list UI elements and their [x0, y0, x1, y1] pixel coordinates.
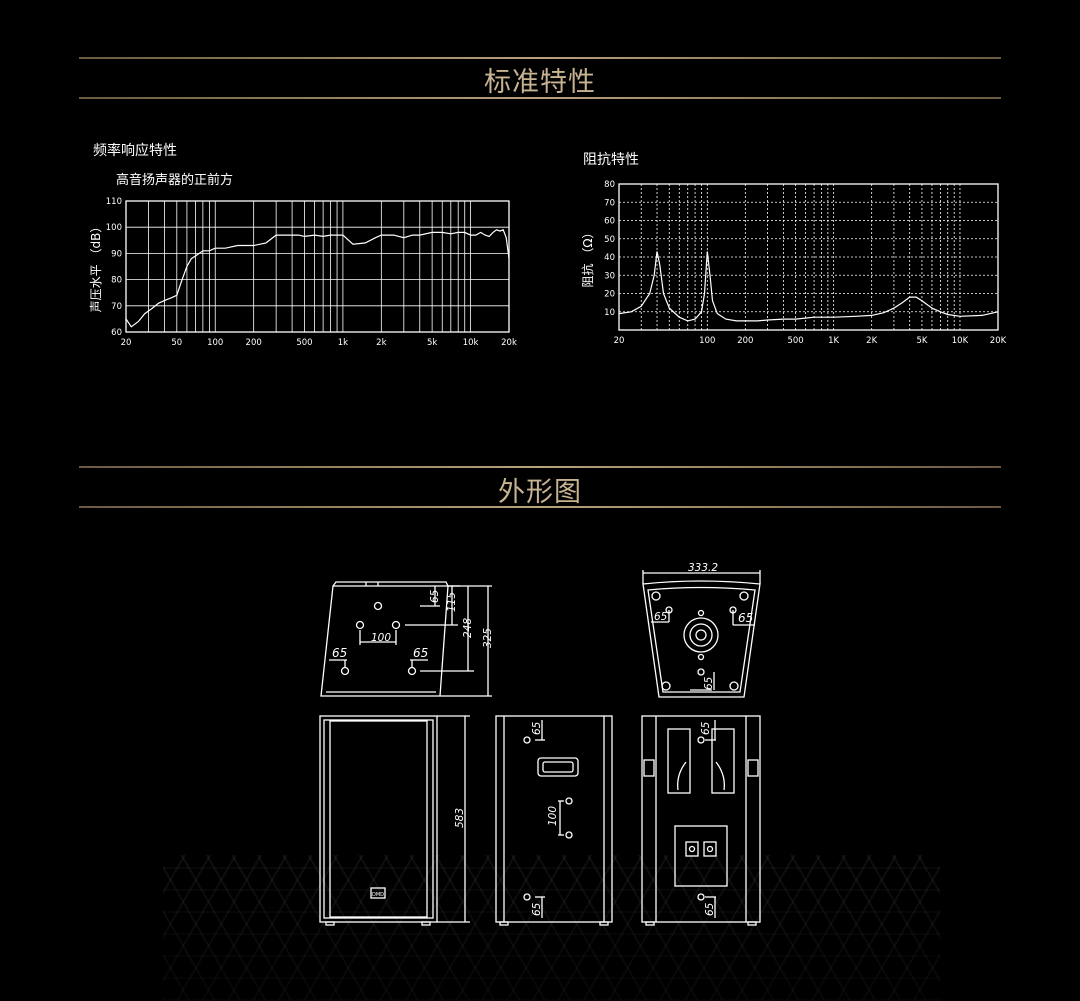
imp-ytick-label: 30 [604, 271, 615, 281]
imp-xtick-label: 500 [787, 336, 803, 346]
freq-xtick-label: 100 [207, 338, 223, 348]
imp-ytick-label: 20 [604, 290, 615, 300]
imp-xtick-label: 20K [990, 336, 1007, 346]
top-view-outline [320, 585, 449, 697]
dim-front-65b: 65 [738, 611, 753, 625]
divider-bottom [79, 97, 1001, 99]
imp-xtick-label: 2K [866, 336, 877, 346]
dim-top-325: 325 [482, 628, 494, 648]
freq-ytick-label: 80 [111, 276, 122, 286]
imp-xtick-label: 1K [828, 336, 839, 346]
freq-ytick-label: 90 [111, 249, 122, 259]
imp-xtick-label: 20 [614, 336, 625, 346]
dim-top-115: 115 [446, 592, 458, 612]
divider-top-2 [79, 466, 1001, 468]
divider-top [79, 57, 1001, 59]
dim-height-583: 583 [454, 808, 466, 828]
imp-chart-title: 阻抗特性 [583, 152, 639, 168]
dim-side-65a: 65 [531, 721, 543, 735]
imp-xtick-label: 100 [699, 336, 715, 346]
freq-xtick-label: 1k [338, 338, 348, 348]
freq-group: 20 50 100 200 500 1k 2k 5k 10k 20k 60 70 80 90 100 110 声… [89, 197, 517, 348]
freq-ytick-label: 100 [106, 223, 122, 233]
freq-xtick-label: 10k [463, 338, 479, 348]
imp-xtick-label: 5K [916, 336, 927, 346]
freq-ytick-label: 60 [111, 328, 122, 338]
imp-ytick-label: 50 [604, 235, 615, 245]
imp-group: 20 100 200 500 1K 2K 5K 10K 20K 10 20 30 40 50 60 70 80 阻… [580, 180, 1007, 346]
freq-xtick-label: 500 [296, 338, 312, 348]
imp-ylabel: 阻抗 （Ω） [580, 227, 595, 288]
section-title-standard: 标准特性 [484, 67, 596, 98]
freq-series-line [125, 229, 510, 328]
section-title-outline: 外形图 [498, 477, 582, 508]
divider-bottom-2 [79, 506, 1001, 508]
dim-top-65b: 65 [332, 646, 347, 660]
dim-back-65a: 65 [700, 721, 712, 735]
imp-ytick-label: 60 [604, 217, 615, 227]
imp-ytick-label: 10 [604, 308, 615, 318]
dim-front-333: 333.2 [688, 562, 718, 574]
dim-top-65c: 65 [413, 646, 428, 660]
imp-frame [618, 183, 999, 331]
imp-xtick-label: 10K [952, 336, 969, 346]
freq-ylabel: 声压水平 （dB） [89, 221, 103, 313]
imp-ytick-label: 70 [604, 198, 615, 208]
freq-ytick-label: 70 [111, 302, 122, 312]
imp-xtick-label: 200 [737, 336, 753, 346]
freq-xtick-label: 5k [427, 338, 437, 348]
dim-front-65a: 65 [654, 611, 668, 623]
freq-xtick-label: 2k [376, 338, 386, 348]
freq-xtick-label: 200 [246, 338, 262, 348]
front-top-outline [642, 580, 761, 698]
freq-frame [125, 200, 510, 333]
imp-series-line [618, 251, 999, 322]
freq-xtick-label: 20 [121, 338, 132, 348]
charts-svg: 20 50 100 200 500 1k 2k 5k 10k 20k 60 70 80 90 100 110 声… [89, 180, 1007, 348]
hex-background [163, 855, 940, 1001]
imp-ytick-label: 40 [604, 253, 615, 263]
dim-top-248: 248 [462, 618, 474, 638]
dim-top-65a: 65 [429, 589, 441, 603]
dim-top-100: 100 [371, 632, 391, 644]
freq-xtick-label: 50 [171, 338, 182, 348]
freq-chart-subtitle: 高音扬声器的正前方 [116, 173, 234, 188]
dim-front-65c: 65 [703, 676, 715, 690]
freq-xtick-label: 20k [501, 338, 517, 348]
imp-ytick-label: 80 [604, 180, 615, 190]
freq-chart-title: 频率响应特性 [93, 143, 177, 159]
dim-side-100: 100 [547, 806, 559, 826]
freq-ytick-label: 110 [106, 197, 122, 207]
